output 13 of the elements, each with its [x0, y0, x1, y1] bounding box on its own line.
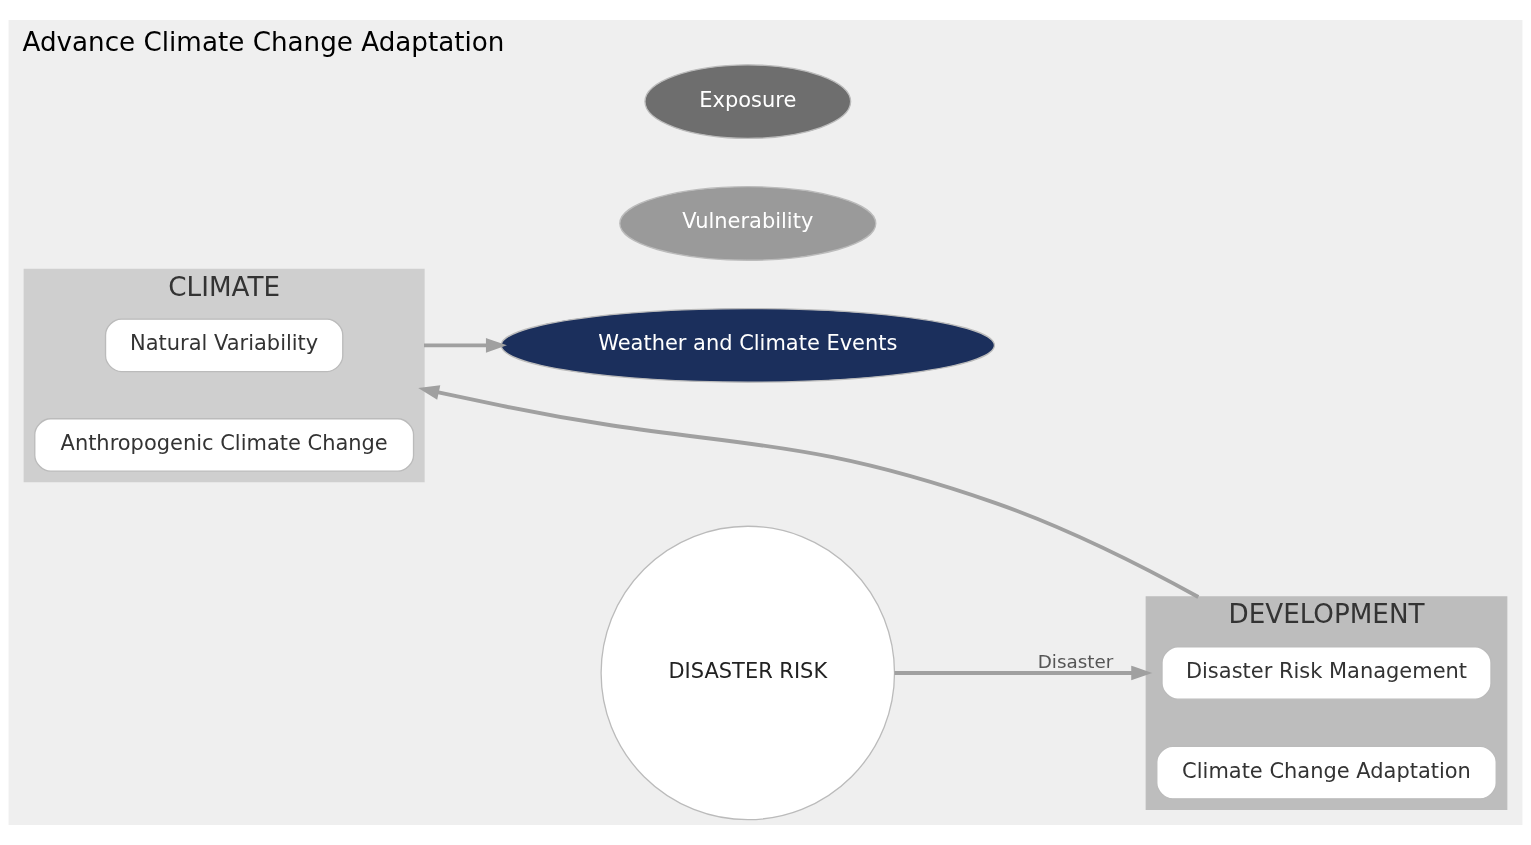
node-box: Anthropogenic Climate Change	[34, 418, 415, 472]
node-ellipse: Weather and Climate Events	[500, 307, 996, 383]
node-box: Climate Change Adaptation	[1156, 745, 1497, 800]
arrow	[424, 338, 507, 353]
diagram-title: Advance Climate Change Adaptation	[22, 27, 505, 58]
node-box: Disaster Risk Management	[1161, 646, 1492, 700]
arrow	[418, 385, 1200, 599]
edge-label: Disaster	[1037, 651, 1114, 672]
node-circle: DISASTER RISK	[600, 525, 896, 821]
node-ellipse: Exposure	[644, 64, 852, 140]
arrow	[894, 665, 1153, 681]
node-box: Natural Variability	[104, 318, 344, 373]
node-ellipse: Vulnerability	[619, 186, 877, 261]
